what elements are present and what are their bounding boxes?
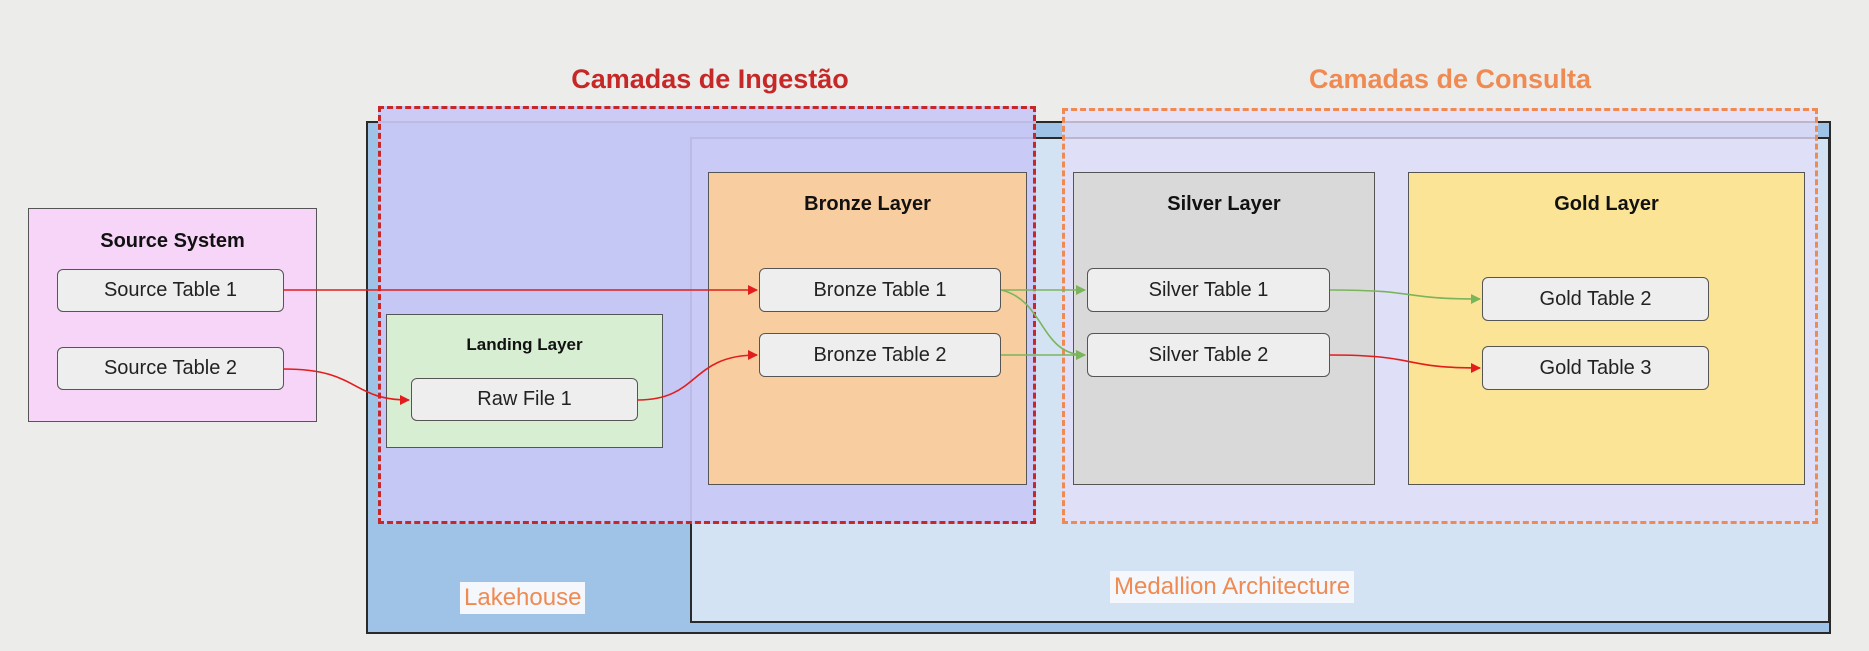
source-system-title: Source System: [100, 230, 245, 252]
silver-layer-panel: Silver Layer: [1073, 172, 1375, 485]
bronze-table-2-node[interactable]: Bronze Table 2: [759, 333, 1001, 377]
arrow-silver2-to-gold3: [1329, 354, 1481, 373]
bronze-layer-title: Bronze Layer: [804, 193, 931, 215]
gold-layer-panel: Gold Layer: [1408, 172, 1805, 485]
arrow-bronze1-to-silver2: [1000, 289, 1086, 360]
gold-table-3-node[interactable]: Gold Table 3: [1482, 346, 1709, 390]
raw-file-1-node[interactable]: Raw File 1: [411, 378, 638, 421]
bronze-table-1-node[interactable]: Bronze Table 1: [759, 268, 1001, 312]
consultation-layers-dashed-border: [1062, 108, 1818, 524]
ingestion-layers-title: Camadas de Ingestão: [571, 64, 849, 94]
bronze-layer-panel: Bronze Layer: [708, 172, 1027, 485]
silver-layer-title: Silver Layer: [1167, 193, 1281, 215]
medallion-architecture-label: Medallion Architecture: [1110, 571, 1355, 603]
gold-layer-title: Gold Layer: [1554, 193, 1659, 215]
gold-table-2-node[interactable]: Gold Table 2: [1482, 277, 1709, 321]
consultation-layers-title: Camadas de Consulta: [1308, 64, 1592, 94]
arrow-silver1-to-gold2: [1329, 289, 1481, 304]
silver-table-1-node[interactable]: Silver Table 1: [1087, 268, 1330, 312]
arrow-source2-to-rawfile1: [283, 368, 410, 405]
source-table-2-node[interactable]: Source Table 2: [57, 347, 284, 390]
arrow-rawfile1-to-bronze2: [637, 350, 758, 401]
landing-layer-title: Landing Layer: [466, 335, 583, 354]
lakehouse-label: Lakehouse: [460, 582, 586, 614]
silver-table-2-node[interactable]: Silver Table 2: [1087, 333, 1330, 377]
source-table-1-node[interactable]: Source Table 1: [57, 269, 284, 312]
